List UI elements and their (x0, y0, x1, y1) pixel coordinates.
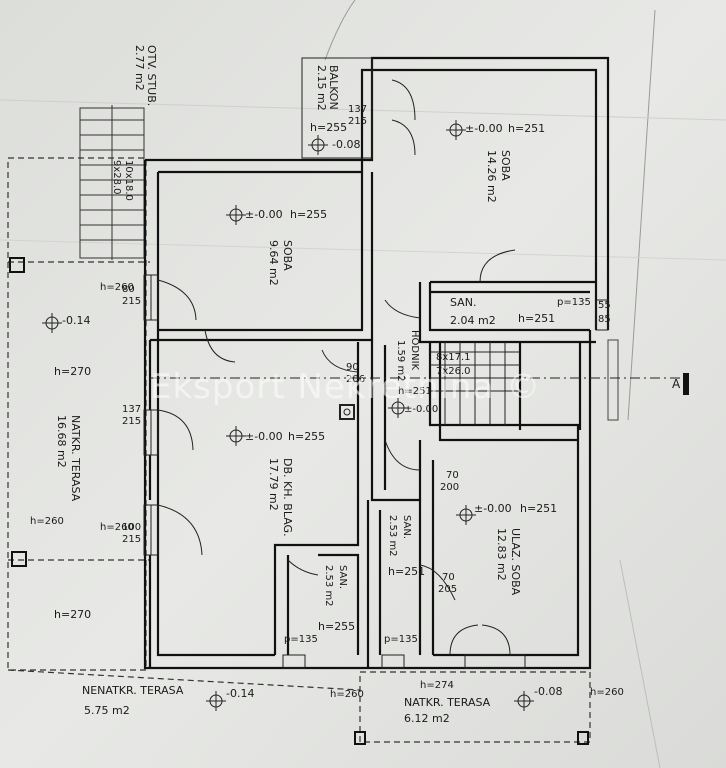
op-55-2: 85 (598, 314, 611, 325)
op-90-1: 90 (346, 362, 359, 373)
soba-upper-level: ±-0.00 (465, 122, 503, 135)
op-90-2: 206 (346, 374, 365, 385)
soba-upper-height: h=251 (508, 122, 545, 135)
h260-c: h=260 (100, 522, 134, 533)
op-137-1: 137 (122, 404, 141, 415)
hodnik-level: ±-0.00 (404, 404, 438, 415)
exterior-stair (79, 105, 145, 260)
ulaz-soba-name: ULAZ. SOBA (509, 528, 522, 596)
ulaz-soba-level: ±-0.00 (474, 502, 512, 515)
terrace-posts (9, 257, 589, 745)
op-55-1: 55 (598, 300, 611, 311)
op-100-1: 100 (122, 522, 141, 533)
san-mid-area: 2.53 m2 (387, 515, 398, 557)
soba-left-name: SOBA (281, 240, 294, 271)
section-marker-label: A (672, 377, 681, 391)
terasa-left-name: NATKR. TERASA (69, 415, 82, 502)
nenatkr-level: -0.14 (226, 687, 254, 700)
op-70-2: 200 (440, 482, 459, 493)
balkon-height: h=255 (310, 121, 347, 134)
dnevni-area: 17.79 m2 (267, 458, 280, 511)
door-swings (157, 79, 516, 656)
soba-left-level: ±-0.00 (245, 208, 283, 221)
soba-upper-name: SOBA (499, 150, 512, 181)
san-mid-height: h=251 (388, 565, 425, 578)
h260-d: h=260 (330, 689, 364, 700)
terasa-bottom-name: NATKR. TERASA (404, 696, 491, 709)
windows (143, 57, 619, 669)
terasa-left-area: 16.68 m2 (55, 415, 68, 468)
op-balkon-2: 215 (348, 116, 367, 127)
terasa-left-height: h=270 (54, 365, 91, 378)
opening-dimensions: 137 215 80 215 137 215 100 215 90 206 70… (122, 104, 611, 595)
op-70-1: 70 (446, 470, 459, 481)
terasa-bottom-level: -0.08 (534, 685, 562, 698)
san-upper-name: SAN. (450, 296, 476, 309)
dnevni-level: ±-0.00 (245, 430, 283, 443)
h260-a: h=260 (100, 282, 134, 293)
stair-in-dims2: 7x26.0 (436, 366, 471, 377)
balkon-level: -0.08 (332, 138, 360, 151)
ulaz-soba-area: 12.83 m2 (495, 528, 508, 581)
stair-dims2: 9x28.0 (111, 160, 122, 195)
san-mid-name: SAN. (401, 515, 412, 539)
op-70b-1: 70 (442, 572, 455, 583)
dnevni-height: h=255 (288, 430, 325, 443)
hodnik-height: h=251 (398, 386, 432, 397)
terasa-left-level: -0.14 (62, 314, 90, 327)
soba-left-area: 9.64 m2 (267, 240, 280, 286)
balkon-name: BALKON (327, 65, 340, 110)
nenatkr-name: NENATKR. TERASA (82, 684, 184, 697)
op-balkon-1: 137 (348, 104, 367, 115)
san-upper-p: p=135 (557, 297, 591, 308)
otv-stub-name: OTV. STUB. (145, 45, 158, 106)
san-lower-p: p=135 (284, 634, 318, 645)
otv-stub-area: 2.77 m2 (133, 45, 146, 91)
ulaz-soba-height: h=251 (520, 502, 557, 515)
hodnik-name: HODNIK (409, 330, 420, 371)
nenatkr-height: h=270 (54, 608, 91, 621)
soba-left-height: h=255 (290, 208, 327, 221)
op-80-1: 80 (122, 284, 135, 295)
terasa-bottom-height: h=260 (590, 687, 624, 698)
dnevni-name: DB. KH. BLAG. (281, 458, 294, 537)
section-marker-bar (683, 373, 689, 395)
san-lower-name: SAN. (337, 565, 348, 589)
op-100-2: 215 (122, 534, 141, 545)
op-70b-2: 205 (438, 584, 457, 595)
san-upper-area: 2.04 m2 (450, 314, 496, 327)
stair-in-dims: 8x17.1 (436, 352, 471, 363)
op-80-2: 215 (122, 296, 141, 307)
h274: h=274 (420, 680, 454, 691)
soba-upper-area: 14.26 m2 (485, 150, 498, 203)
op-137-2: 215 (122, 416, 141, 427)
san-upper-height: h=251 (518, 312, 555, 325)
level-markers (42, 120, 534, 711)
hodnik-area: 1.59 m2 (395, 340, 406, 382)
balkon-area: 2.15 m2 (315, 65, 328, 111)
terasa-bottom-area: 6.12 m2 (404, 712, 450, 725)
nenatkr-area: 5.75 m2 (84, 704, 130, 717)
san-lower-height: h=255 (318, 620, 355, 633)
san-mid-p: p=135 (384, 634, 418, 645)
stair-dims: 10x18.0 (123, 160, 134, 201)
san-lower-area: 2.53 m2 (323, 565, 334, 607)
watermark: Eksport Nekretnina © (150, 367, 541, 407)
h260-b: h=260 (30, 516, 64, 527)
